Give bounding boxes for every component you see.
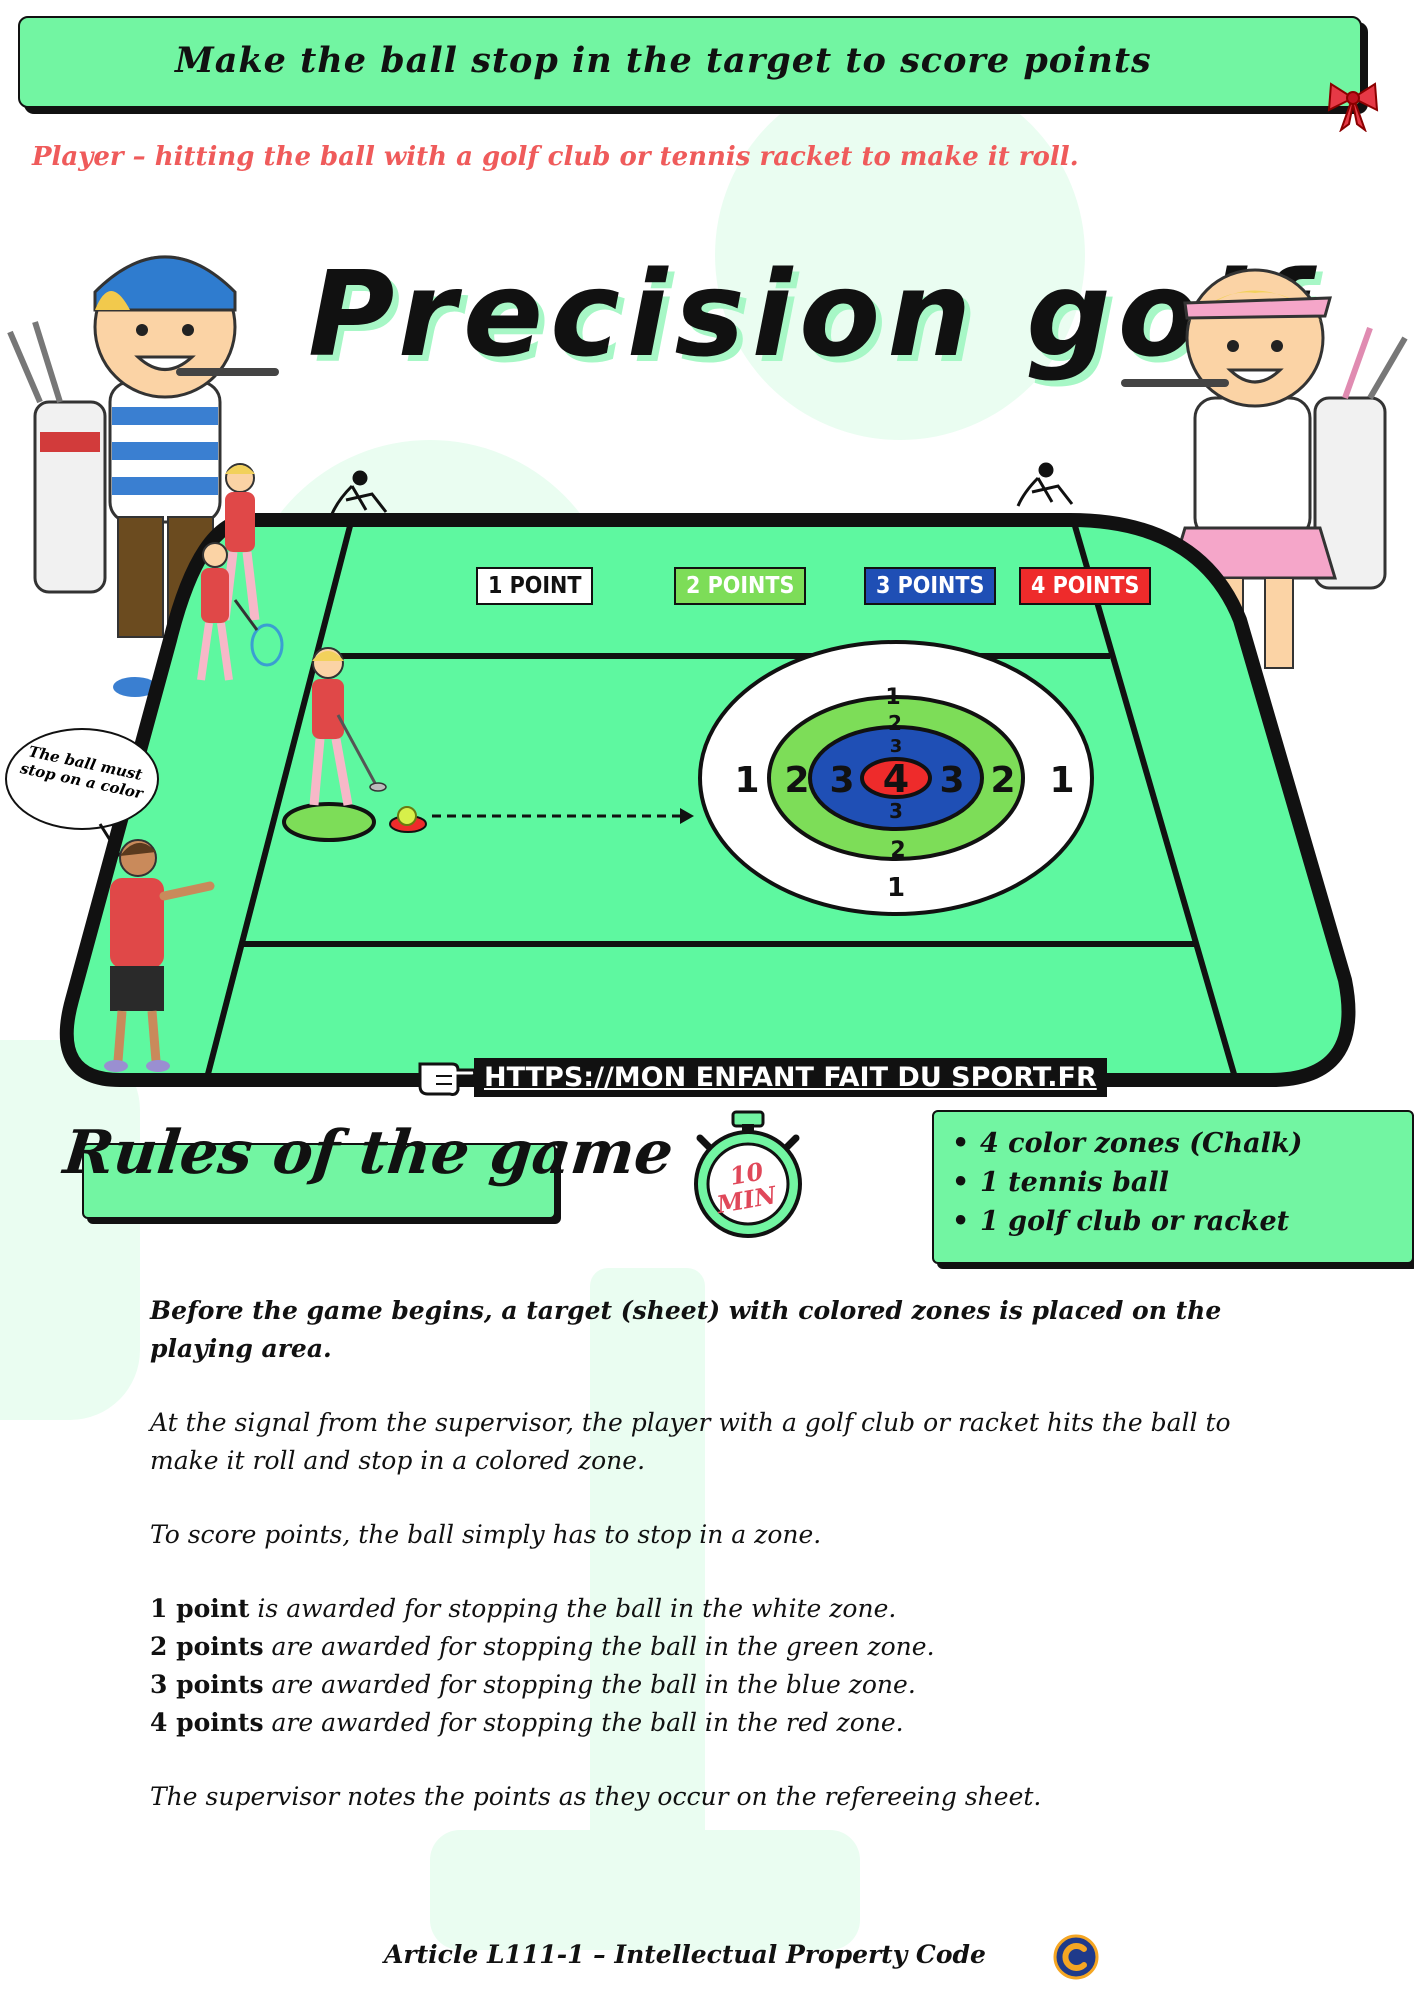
background-left-blob — [0, 1040, 140, 1420]
rules-paragraph-1: At the signal from the supervisor, the p… — [150, 1408, 1231, 1475]
rules-paragraph-3: The supervisor notes the points as they … — [150, 1782, 1042, 1811]
speech-bubble-text: The ball must stop on a color — [18, 742, 145, 803]
target-label-3-top: 3 — [890, 736, 903, 757]
target-label-3-left: 3 — [829, 760, 854, 801]
points-line: 2 points are awarded for stopping the ba… — [150, 1632, 935, 1661]
equipment-list: 4 color zones (Chalk) 1 tennis ball 1 go… — [952, 1124, 1302, 1241]
stopwatch-icon: 10 MIN — [694, 1110, 802, 1238]
zone-label-1: 1 POINT — [476, 567, 594, 605]
target-label-1-bottom: 1 — [887, 873, 905, 903]
footer-copyright: Article L111-1 – Intellectual Property C… — [384, 1940, 986, 1969]
subtitle: Player – hitting the ball with a golf cl… — [32, 142, 1079, 172]
target-red-zone — [860, 757, 932, 799]
points-line: 1 point is awarded for stopping the ball… — [150, 1594, 897, 1623]
ribbon-bow-icon — [1327, 82, 1379, 132]
rules-text: Before the game begins, a target (sheet)… — [150, 1292, 1300, 1852]
equipment-item: 4 color zones (Chalk) — [952, 1124, 1302, 1163]
website-link-text[interactable]: HTTPS://MON ENFANT FAIT DU SPORT.FR — [484, 1062, 1097, 1093]
target-label-2-left: 2 — [784, 760, 809, 801]
background-base — [430, 1830, 860, 1950]
target-label-1-top: 1 — [885, 685, 900, 710]
target-label-2-right: 2 — [990, 760, 1015, 801]
playing-field: 1 1 1 1 2 2 2 2 3 3 3 3 4 — [59, 462, 1356, 1087]
timer-value: 10 — [728, 1156, 766, 1190]
target-label-1-left: 1 — [734, 760, 759, 801]
banner-text: Make the ball stop in the target to scor… — [175, 40, 1152, 81]
points-line: 3 points are awarded for stopping the ba… — [150, 1670, 916, 1699]
rules-paragraph-2: To score points, the ball simply has to … — [150, 1520, 822, 1549]
target-label-3-bottom: 3 — [889, 799, 903, 823]
target-label-1-right: 1 — [1049, 760, 1074, 801]
background-stem — [590, 1268, 705, 1878]
target-label-2-bottom: 2 — [890, 838, 905, 863]
golfer-girl-illustration — [309, 647, 387, 806]
golfer-pictogram-right-icon — [1016, 462, 1074, 507]
page-title: Precision golf — [308, 245, 1312, 383]
supervisor-illustration — [98, 823, 215, 1072]
zone-label-4: 4 POINTS — [1019, 567, 1152, 605]
points-line: 4 points are awarded for stopping the ba… — [150, 1708, 904, 1737]
background-circle — [715, 70, 1085, 440]
equipment-item: 1 golf club or racket — [952, 1202, 1302, 1241]
top-banner: Make the ball stop in the target to scor… — [18, 16, 1362, 108]
girl-golfer-illustration — [1121, 268, 1408, 669]
pointing-hand-icon — [418, 1062, 476, 1096]
points-list: 1 point is awarded for stopping the ball… — [150, 1590, 1300, 1742]
target-label-4-center: 4 — [883, 757, 909, 801]
target-label-2-top: 2 — [888, 711, 902, 735]
rules-title: Rules of the game — [60, 1118, 677, 1188]
speech-bubble: The ball must stop on a color — [5, 728, 159, 830]
website-link[interactable]: HTTPS://MON ENFANT FAIT DU SPORT.FR — [474, 1058, 1107, 1097]
brand-logo-icon — [1053, 1934, 1099, 1980]
golfer-pictogram-left-icon — [330, 470, 388, 515]
tennis-players-illustration — [197, 463, 284, 681]
rules-title-box — [82, 1143, 556, 1219]
equipment-box: 4 color zones (Chalk) 1 tennis ball 1 go… — [932, 1110, 1414, 1264]
equipment-item: 1 tennis ball — [952, 1163, 1302, 1202]
zone-label-2: 2 POINTS — [674, 567, 807, 605]
target-label-3-right: 3 — [939, 760, 964, 801]
rules-intro: Before the game begins, a target (sheet)… — [150, 1296, 1222, 1363]
zone-label-3: 3 POINTS — [864, 567, 997, 605]
